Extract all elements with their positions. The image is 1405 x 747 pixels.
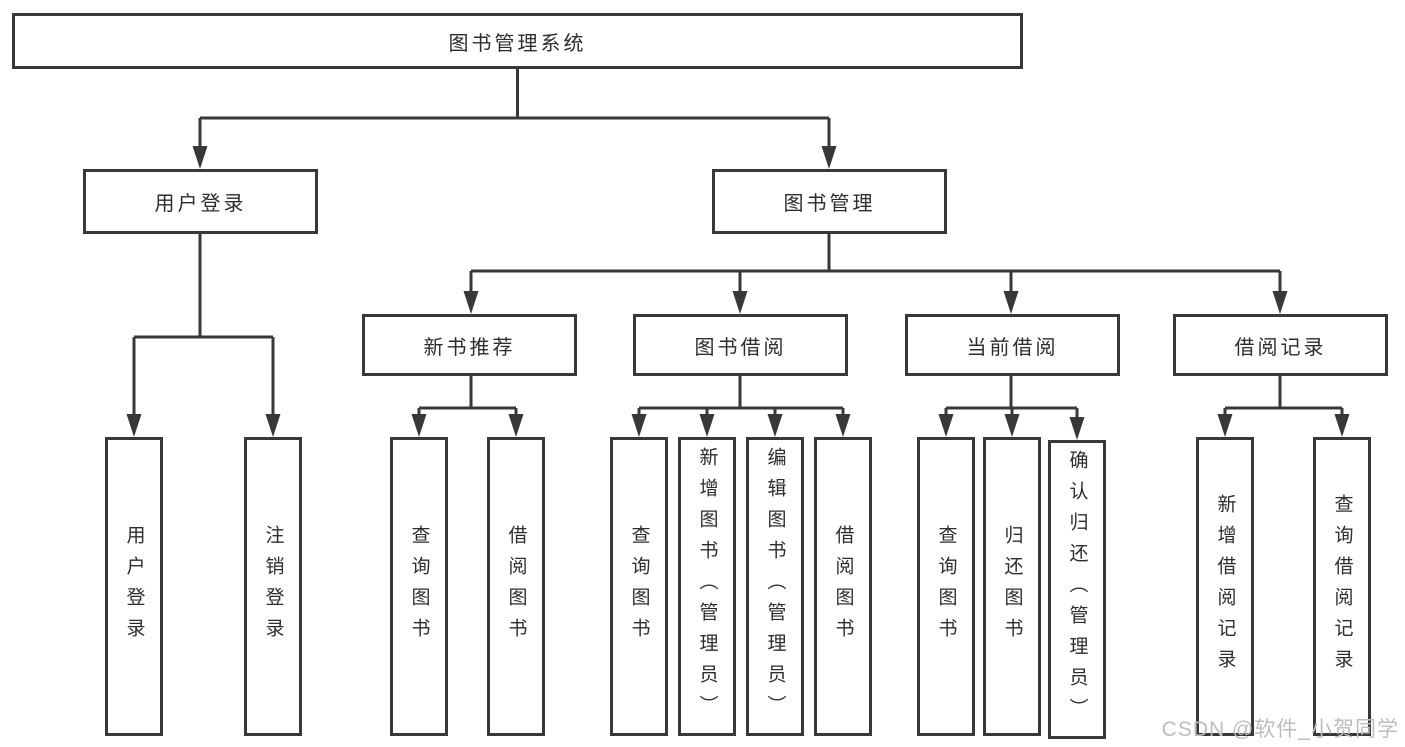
node-leaf-edit-books-admin: 编辑图书（管理员） — [746, 437, 804, 736]
node-label: 借阅图书 — [832, 524, 854, 649]
node-label: 确认归还（管理员） — [1066, 450, 1088, 729]
node-label: 图书管理系统 — [448, 32, 587, 55]
node-label: 用户登录 — [154, 193, 247, 215]
node-new-book-recommend: 新书推荐 — [362, 314, 577, 376]
node-label: 查询图书 — [935, 524, 957, 649]
node-leaf-borrow-books: 借阅图书 — [814, 437, 872, 736]
node-leaf-user-login: 用户登录 — [105, 437, 163, 736]
node-label: 借阅记录 — [1234, 336, 1327, 359]
node-leaf-query-books: 查询图书 — [917, 437, 975, 736]
node-borrowing-records: 借阅记录 — [1173, 314, 1388, 376]
node-label: 查询借阅记录 — [1331, 493, 1353, 680]
node-leaf-query-books: 查询图书 — [610, 437, 668, 736]
node-label: 当前借阅 — [966, 336, 1059, 359]
node-label: 新增借阅记录 — [1214, 493, 1236, 680]
node-leaf-add-borrow-record: 新增借阅记录 — [1196, 437, 1254, 736]
node-label: 编辑图书（管理员） — [764, 447, 786, 726]
node-leaf-borrow-books: 借阅图书 — [487, 437, 545, 736]
node-root-system: 图书管理系统 — [12, 13, 1023, 69]
node-label: 图书管理 — [783, 193, 876, 215]
node-label: 借阅图书 — [505, 524, 527, 649]
node-leaf-add-books-admin: 新增图书（管理员） — [678, 437, 736, 736]
node-label: 用户登录 — [123, 524, 145, 649]
arrowheads — [126, 146, 1350, 440]
node-leaf-return-books: 归还图书 — [983, 437, 1041, 736]
node-current-borrowing: 当前借阅 — [905, 314, 1120, 376]
node-label: 注销登录 — [262, 524, 284, 649]
node-label: 新增图书（管理员） — [696, 447, 718, 726]
node-label: 新书推荐 — [423, 336, 516, 359]
node-book-management: 图书管理 — [712, 169, 947, 234]
node-leaf-logout: 注销登录 — [244, 437, 302, 736]
node-leaf-confirm-return-admin: 确认归还（管理员） — [1048, 440, 1106, 739]
node-label: 图书借阅 — [694, 336, 787, 359]
node-label: 查询图书 — [408, 524, 430, 649]
csdn-watermark: CSDN @软件_小贺同学 — [1161, 718, 1399, 741]
node-label: 查询图书 — [628, 524, 650, 649]
node-leaf-query-borrow-record: 查询借阅记录 — [1313, 437, 1371, 736]
node-book-borrowing: 图书借阅 — [633, 314, 848, 376]
node-label: 归还图书 — [1001, 524, 1023, 649]
node-user-login: 用户登录 — [83, 169, 318, 234]
node-leaf-query-books: 查询图书 — [390, 437, 448, 736]
